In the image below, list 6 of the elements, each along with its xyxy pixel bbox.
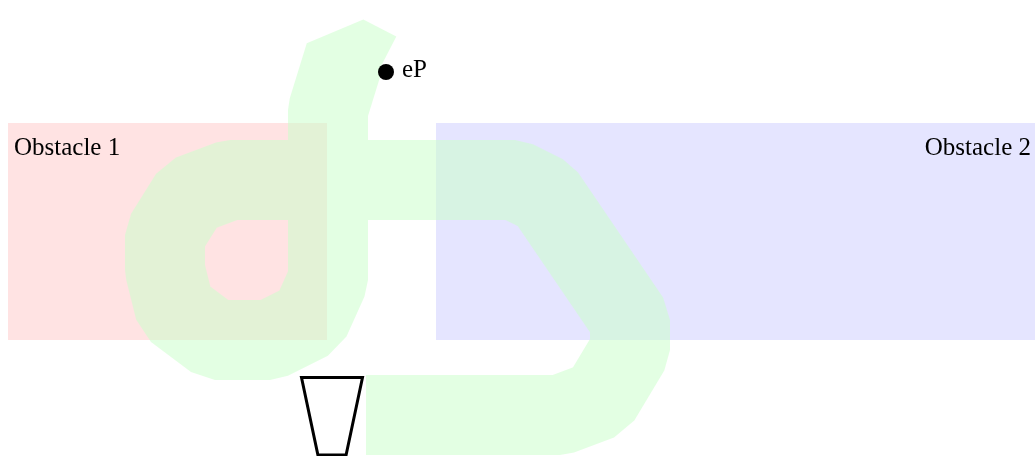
point-marker — [378, 64, 394, 80]
obstacle-area — [436, 123, 1035, 340]
point-label: eP — [402, 55, 427, 83]
obstacle-label: Obstacle 1 — [14, 133, 121, 161]
obstacle-label: Obstacle 2 — [924, 133, 1031, 161]
trapezoid-shape — [300, 376, 364, 456]
